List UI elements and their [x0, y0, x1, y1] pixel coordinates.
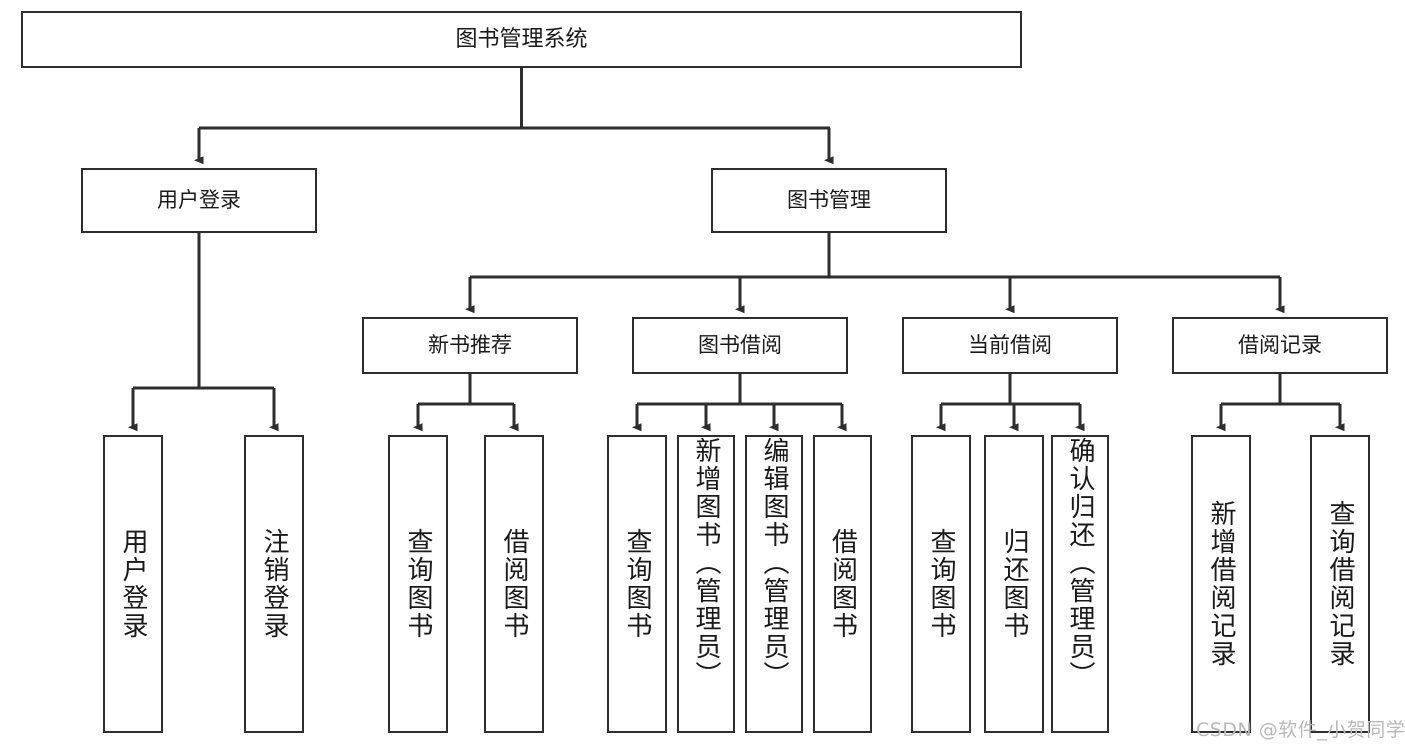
node-leaf-confirm-return[interactable]: 确认归还（管理员） — [1051, 435, 1109, 733]
node-leaf-edit-book-label: 编辑图书（管理员） — [759, 437, 789, 689]
node-user-login[interactable]: 用户登录 — [81, 168, 317, 233]
node-book-borrow[interactable]: 图书借阅 — [632, 317, 848, 374]
node-borrow-record-label: 借阅记录 — [1238, 333, 1322, 358]
node-leaf-user-login-label: 用户登录 — [118, 528, 148, 640]
node-current-borrow[interactable]: 当前借阅 — [902, 317, 1118, 374]
node-leaf-return-book-label: 归还图书 — [999, 528, 1029, 640]
node-leaf-logout-label: 注销登录 — [259, 528, 289, 640]
node-leaf-query-book-cur[interactable]: 查询图书 — [911, 435, 971, 733]
node-new-book-rec[interactable]: 新书推荐 — [362, 317, 578, 374]
node-leaf-add-book-label: 新增图书（管理员） — [691, 437, 721, 689]
node-leaf-edit-book[interactable]: 编辑图书（管理员） — [745, 435, 803, 733]
node-leaf-query-book-rec[interactable]: 查询图书 — [388, 435, 448, 733]
node-leaf-query-book-cur-label: 查询图书 — [926, 528, 956, 640]
node-leaf-confirm-return-label: 确认归还（管理员） — [1065, 437, 1095, 689]
node-leaf-user-login[interactable]: 用户登录 — [103, 435, 163, 733]
node-new-book-rec-label: 新书推荐 — [428, 333, 512, 358]
node-leaf-borrow-book-label: 借阅图书 — [827, 528, 858, 640]
watermark-text: CSDN @软件_小贺同学 — [1196, 719, 1405, 741]
node-root[interactable]: 图书管理系统 — [21, 11, 1022, 68]
node-leaf-logout[interactable]: 注销登录 — [244, 435, 304, 733]
node-borrow-record[interactable]: 借阅记录 — [1172, 317, 1388, 374]
node-leaf-borrow-book[interactable]: 借阅图书 — [813, 435, 872, 733]
node-leaf-borrow-book-rec[interactable]: 借阅图书 — [484, 435, 544, 733]
node-leaf-borrow-book-rec-label: 借阅图书 — [499, 528, 529, 640]
node-leaf-query-record-label: 查询借阅记录 — [1325, 500, 1355, 668]
node-leaf-query-record[interactable]: 查询借阅记录 — [1310, 435, 1370, 733]
node-book-borrow-label: 图书借阅 — [698, 333, 782, 358]
node-book-manage[interactable]: 图书管理 — [711, 168, 947, 233]
node-leaf-add-book[interactable]: 新增图书（管理员） — [677, 435, 735, 733]
node-root-label: 图书管理系统 — [455, 26, 588, 52]
node-leaf-query-book-rec-label: 查询图书 — [403, 528, 433, 640]
node-leaf-query-book-borrow-label: 查询图书 — [622, 528, 652, 640]
node-leaf-query-book-borrow[interactable]: 查询图书 — [607, 435, 667, 733]
node-leaf-return-book[interactable]: 归还图书 — [984, 435, 1044, 733]
node-book-manage-label: 图书管理 — [787, 188, 871, 213]
node-user-login-label: 用户登录 — [157, 188, 241, 213]
node-leaf-add-record[interactable]: 新增借阅记录 — [1191, 435, 1251, 733]
node-leaf-add-record-label: 新增借阅记录 — [1206, 500, 1236, 668]
node-current-borrow-label: 当前借阅 — [968, 333, 1052, 358]
